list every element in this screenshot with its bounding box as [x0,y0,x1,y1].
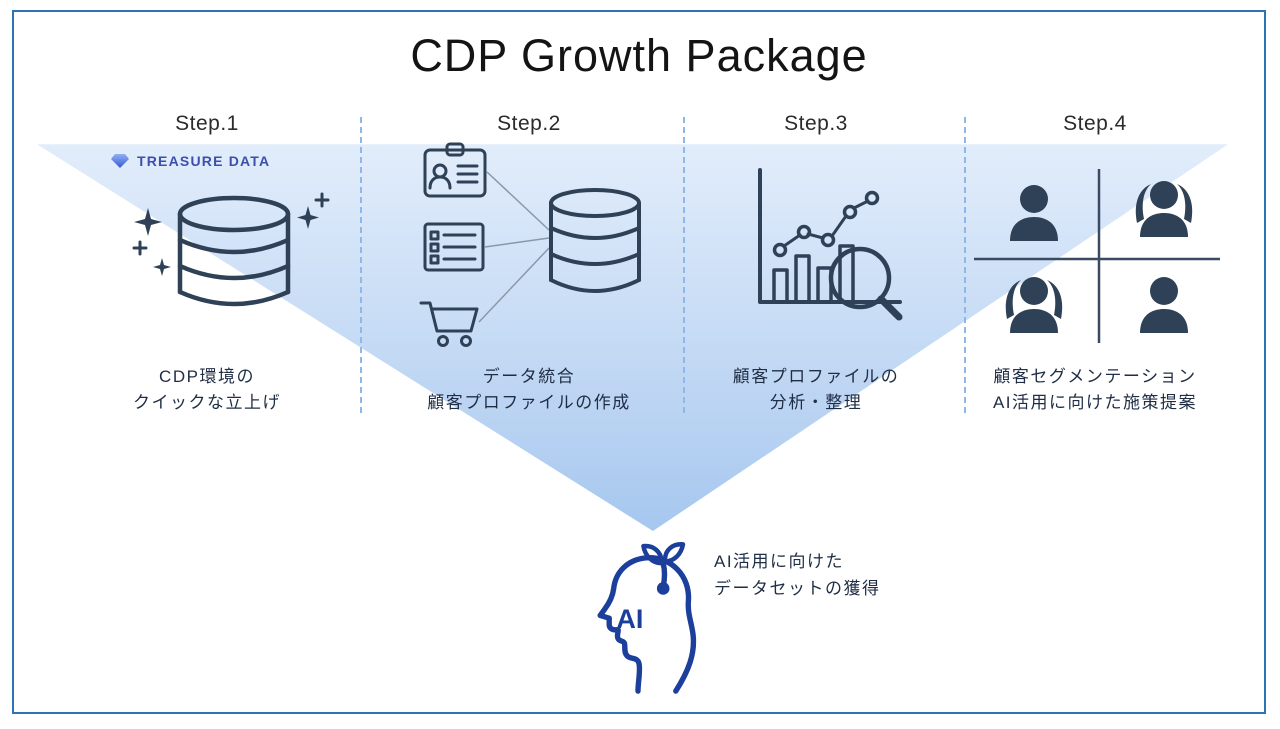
caption-line: クイックな立上げ [133,393,281,412]
ai-label: AI [616,604,643,634]
outcome-caption: AI活用に向けた データセットの獲得 [714,548,974,602]
user-silhouette-icon [1005,277,1063,333]
caption-line: 顧客プロファイルの作成 [427,393,631,412]
step1-label: Step.1 [175,112,239,135]
id-card-icon [423,142,487,198]
caption-line: データセットの獲得 [714,579,881,598]
user-silhouette-icon [1135,181,1193,237]
caption-line: AI活用に向けた施策提案 [992,393,1198,412]
step1-caption: CDP環境の クイックな立上げ [47,364,367,416]
treasure-data-logo-icon [111,154,129,168]
step4-icon-group [974,169,1220,343]
step4-label: Step.4 [1063,112,1127,135]
treasure-data-brand: TREASURE DATA [110,153,270,169]
connector-lines [478,171,550,323]
shopping-cart-icon [419,301,479,347]
step2-caption: データ統合 顧客プロファイルの作成 [369,364,689,416]
step1-icon-group [132,192,330,307]
quadrant-grid [974,169,1220,343]
list-icon [423,222,485,272]
head-profile-icon [597,555,697,694]
database-icon [549,188,641,293]
magnifier-icon [828,246,903,321]
step2-icon-group [419,142,641,347]
user-silhouette-icon [1010,185,1058,241]
diagram-board: CDP Growth Package Step.1 Step.2 Step.3 … [12,10,1266,714]
user-silhouette-icon [1140,277,1188,333]
step-separator [683,117,685,413]
sprout-icon [641,542,686,595]
step2-label: Step.2 [497,112,561,135]
plus-sparkle-icon [132,192,330,256]
page-title: CDP Growth Package [410,30,868,81]
brand-name: TREASURE DATA [137,153,271,169]
caption-line: AI活用に向けた [714,552,845,571]
caption-line: 分析・整理 [769,393,863,412]
step-separator [964,117,966,413]
database-icon [177,195,291,307]
caption-line: データ統合 [482,367,576,386]
step4-caption: 顧客セグメンテーション AI活用に向けた施策提案 [935,364,1255,416]
step3-caption: 顧客プロファイルの 分析・整理 [656,364,976,416]
step-separator [360,117,362,413]
outcome-icon-group: AI [597,542,697,694]
funnel-triangle [36,144,1229,532]
caption-line: CDP環境の [159,367,255,386]
step3-label: Step.3 [784,112,848,135]
sparkles-icon [134,206,319,276]
caption-line: 顧客セグメンテーション [993,367,1197,386]
caption-line: 顧客プロファイルの [732,367,900,386]
step3-icon-group [758,168,903,321]
